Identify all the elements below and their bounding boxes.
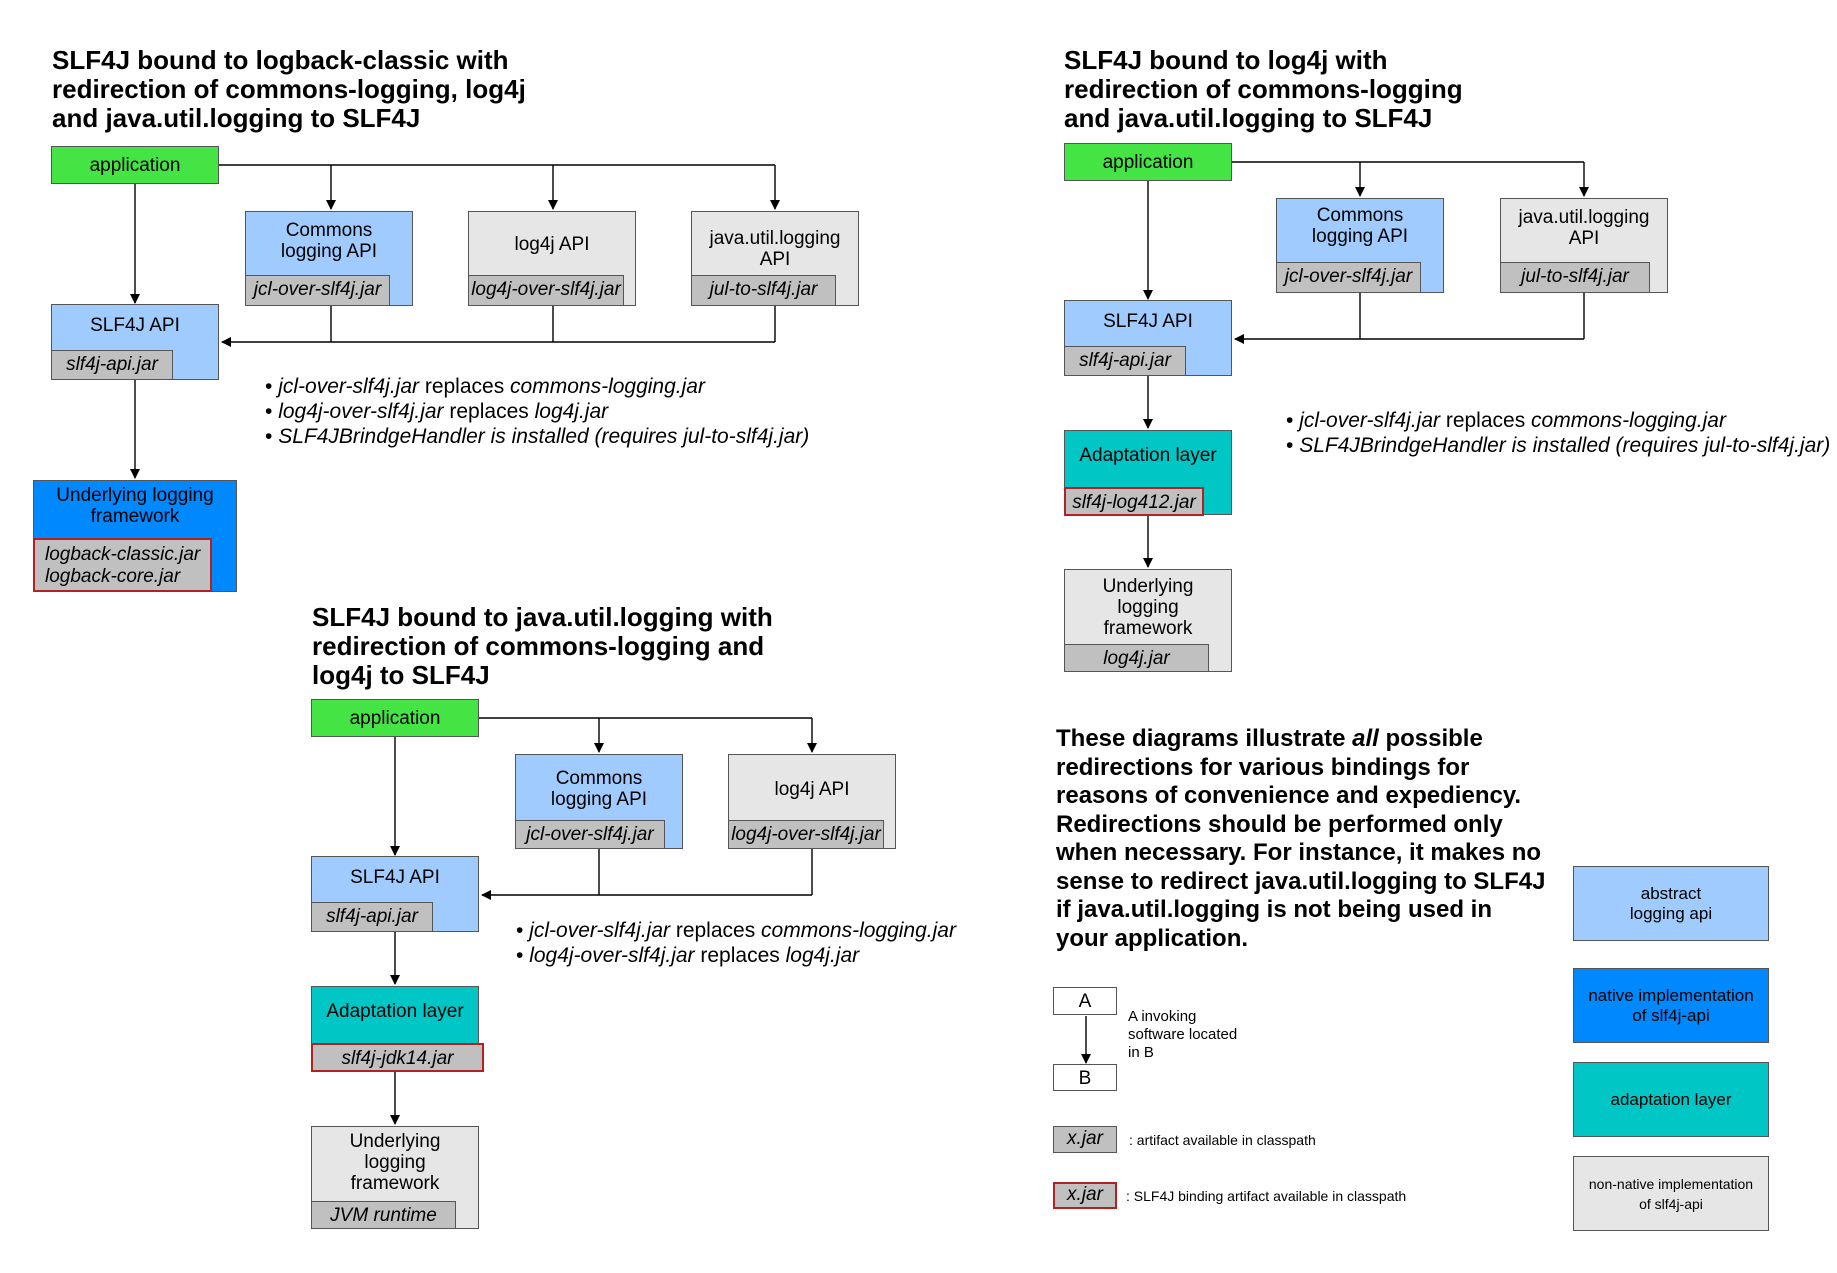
d1-note-1: • jcl-over-slf4j.jar replaces commons-lo… bbox=[265, 375, 705, 398]
d2-application-box: application bbox=[1064, 143, 1232, 181]
d1-jul-to-slf4j-jar: jul-to-slf4j.jar bbox=[691, 275, 836, 306]
d2-notes: • jcl-over-slf4j.jar replaces commons-lo… bbox=[1286, 408, 1830, 458]
d1-underlying-framework-box: Underlying logging framework logback-cla… bbox=[33, 480, 237, 592]
d2-jul-api-box: java.util.logging API jul-to-slf4j.jar bbox=[1500, 198, 1668, 293]
legend-binding-text: : SLF4J binding artifact available in cl… bbox=[1126, 1188, 1407, 1204]
d2-adaptation-layer-label: Adaptation layer bbox=[1079, 445, 1217, 466]
d2-note-2: • SLF4JBrindgeHandler is installed (requ… bbox=[1286, 434, 1831, 457]
d2-underlying-framework-box: Underlying logging framework log4j.jar bbox=[1064, 569, 1232, 672]
d3-slf4j-jdk14-jar: slf4j-jdk14.jar bbox=[311, 1043, 484, 1072]
d1-log4j-over-slf4j-jar: log4j-over-slf4j.jar bbox=[468, 275, 624, 306]
d2-application-label: application bbox=[1102, 152, 1194, 173]
d3-application-label: application bbox=[349, 708, 441, 729]
d1-commons-logging-label: Commons logging API bbox=[280, 220, 378, 262]
d2-slf4j-log412-jar: slf4j-log412.jar bbox=[1064, 487, 1204, 516]
d1-underlying-framework-label: Underlying logging framework bbox=[56, 485, 214, 527]
d1-application-box: application bbox=[51, 146, 219, 184]
diagram2-title: SLF4J bound to log4j with redirection of… bbox=[1064, 45, 1463, 133]
d2-jcl-over-slf4j-jar: jcl-over-slf4j.jar bbox=[1276, 262, 1421, 293]
d3-notes: • jcl-over-slf4j.jar replaces commons-lo… bbox=[516, 918, 956, 968]
d2-commons-logging-label: Commons logging API bbox=[1311, 205, 1409, 247]
d3-commons-logging-label: Commons logging API bbox=[550, 768, 648, 810]
d1-notes: • jcl-over-slf4j.jar replaces commons-lo… bbox=[265, 374, 809, 449]
d3-underlying-framework-label: Underlying logging framework bbox=[349, 1131, 441, 1194]
d2-log4j-jar: log4j.jar bbox=[1064, 644, 1209, 672]
d3-jcl-over-slf4j-jar: jcl-over-slf4j.jar bbox=[515, 820, 665, 849]
d1-log4j-api-label: log4j API bbox=[514, 234, 590, 255]
d2-jul-api-label: java.util.logging API bbox=[1518, 207, 1650, 249]
d1-slf4j-api-label: SLF4J API bbox=[90, 315, 180, 336]
d1-note-2: • log4j-over-slf4j.jar replaces log4j.ja… bbox=[265, 400, 609, 423]
d2-slf4j-api-label: SLF4J API bbox=[1103, 311, 1193, 332]
legend-a-label: A bbox=[1078, 991, 1092, 1012]
d3-underlying-framework-box: Underlying logging framework JVM runtime bbox=[311, 1126, 479, 1229]
legend-binding-jar-sample: x.jar bbox=[1053, 1182, 1117, 1209]
d3-log4j-api-box: log4j API log4j-over-slf4j.jar bbox=[728, 754, 896, 849]
d1-application-label: application bbox=[89, 155, 181, 176]
diagram1-title: SLF4J bound to logback-classic with redi… bbox=[52, 45, 526, 133]
diagram3-title: SLF4J bound to java.util.logging with re… bbox=[312, 602, 773, 690]
legend-native-implementation: native implementation of slf4j-api bbox=[1573, 968, 1769, 1043]
d3-log4j-api-label: log4j API bbox=[774, 779, 850, 800]
d3-commons-logging-box: Commons logging API jcl-over-slf4j.jar bbox=[515, 754, 683, 849]
d3-note-1: • jcl-over-slf4j.jar replaces commons-lo… bbox=[516, 919, 956, 942]
d1-slf4j-api-box: SLF4J API slf4j-api.jar bbox=[51, 304, 219, 380]
d2-slf4j-api-box: SLF4J API slf4j-api.jar bbox=[1064, 300, 1232, 376]
legend-b-label: B bbox=[1078, 1068, 1092, 1089]
d1-log4j-api-box: log4j API log4j-over-slf4j.jar bbox=[468, 211, 636, 306]
d2-commons-logging-box: Commons logging API jcl-over-slf4j.jar bbox=[1276, 198, 1444, 293]
legend-abstract-logging-api: abstract logging api bbox=[1573, 866, 1769, 941]
d3-adaptation-layer-box: Adaptation layer slf4j-jdk14.jar bbox=[311, 986, 484, 1072]
legend-adaptation-layer: adaptation layer bbox=[1573, 1062, 1769, 1137]
d1-jul-api-box: java.util.logging API jul-to-slf4j.jar bbox=[691, 211, 859, 306]
d1-jul-api-label: java.util.logging API bbox=[709, 228, 841, 270]
d3-slf4j-api-jar: slf4j-api.jar bbox=[311, 902, 433, 932]
d1-logback-jars: logback-classic.jar logback-core.jar bbox=[33, 538, 212, 592]
d3-adaptation-layer-label: Adaptation layer bbox=[326, 1001, 464, 1022]
d2-note-1: • jcl-over-slf4j.jar replaces commons-lo… bbox=[1286, 409, 1726, 432]
d3-log4j-over-slf4j-jar: log4j-over-slf4j.jar bbox=[728, 820, 884, 849]
explanation-paragraph: These diagrams illustrate all possible r… bbox=[1056, 725, 1546, 952]
d1-jcl-over-slf4j-jar: jcl-over-slf4j.jar bbox=[245, 275, 390, 306]
d1-slf4j-api-jar: slf4j-api.jar bbox=[51, 350, 173, 380]
d1-commons-logging-box: Commons logging API jcl-over-slf4j.jar bbox=[245, 211, 413, 306]
d3-slf4j-api-label: SLF4J API bbox=[350, 867, 440, 888]
d3-note-2: • log4j-over-slf4j.jar replaces log4j.ja… bbox=[516, 944, 860, 967]
d3-jvm-runtime-jar: JVM runtime bbox=[311, 1201, 456, 1229]
d1-note-3: • SLF4JBrindgeHandler is installed (requ… bbox=[265, 425, 810, 448]
legend-jar-text: : artifact available in classpath bbox=[1129, 1132, 1316, 1148]
d2-slf4j-api-jar: slf4j-api.jar bbox=[1064, 346, 1186, 376]
legend-non-native-implementation: non-native implementation of slf4j-api bbox=[1573, 1156, 1769, 1231]
legend-box-b: B bbox=[1053, 1064, 1117, 1091]
d2-adaptation-layer-box: Adaptation layer slf4j-log412.jar bbox=[1064, 430, 1232, 516]
d2-jul-to-slf4j-jar: jul-to-slf4j.jar bbox=[1500, 262, 1650, 293]
legend-box-a: A bbox=[1053, 987, 1117, 1015]
d3-application-box: application bbox=[311, 699, 479, 737]
legend-jar-sample: x.jar bbox=[1053, 1126, 1117, 1153]
d2-underlying-framework-label: Underlying logging framework bbox=[1102, 576, 1194, 639]
legend-invoke-text: A invoking software located in B bbox=[1128, 1008, 1238, 1061]
d3-slf4j-api-box: SLF4J API slf4j-api.jar bbox=[311, 856, 479, 932]
